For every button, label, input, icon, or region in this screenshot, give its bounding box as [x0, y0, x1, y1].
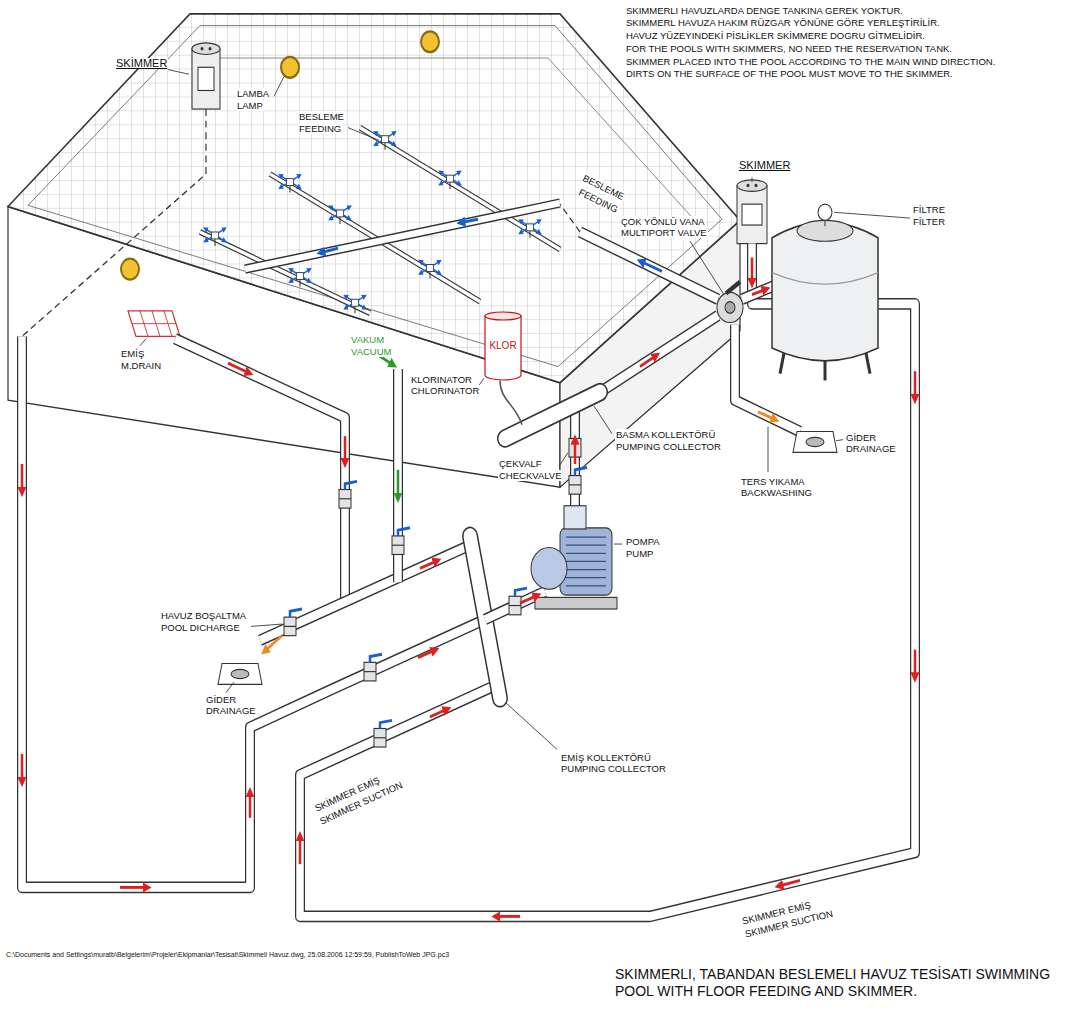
- part-label: ÇEKVALF: [498, 458, 543, 469]
- part-label: ÇOK YÖNLÜ VANA: [620, 216, 706, 227]
- part-label: TERS YIKAMA: [740, 476, 806, 487]
- pump-symbol: [531, 506, 617, 609]
- part-label: KLORINATOR: [410, 374, 473, 385]
- part-label: FEEDING: [298, 123, 342, 134]
- part-label: GİDER: [845, 432, 877, 443]
- drain-grate: [218, 432, 837, 685]
- part-label: FİLTRE: [912, 204, 946, 215]
- main-drain-grate: [128, 311, 180, 337]
- part-label: LAMBA: [236, 88, 270, 99]
- part-label: POMPA: [625, 536, 661, 547]
- part-label: GİDER: [205, 694, 237, 705]
- part-label: PUMP: [625, 548, 654, 559]
- part-label: CHLORINATOR: [410, 385, 480, 396]
- part-label: HAVUZ BOŞALTMA: [160, 610, 247, 621]
- floor-feeding-pipes: [200, 128, 580, 314]
- part-label: EMİŞ KOLLEKTÖRÜ: [560, 752, 652, 763]
- part-label: SKIMMER: [738, 160, 791, 171]
- part-label: POOL DICHARGE: [160, 622, 241, 633]
- chlorinator-label: KLOR: [484, 340, 522, 352]
- note-text: SKIMMERL HAVUZA HAKIM RÜZGAR YÖNÜNE GÖRE…: [625, 17, 941, 28]
- part-label: DRAINAGE: [845, 443, 897, 454]
- part-label: BASMA KOLLEKTÖRÜ: [615, 429, 716, 440]
- part-label: LAMP: [236, 100, 264, 111]
- part-label: SKİMMER: [115, 58, 168, 69]
- part-label: EMİŞ: [120, 348, 145, 359]
- chlorinator-cylinder: KLOR: [484, 311, 522, 381]
- multiport-valve: [717, 282, 743, 323]
- part-label: M.DRAIN: [120, 360, 162, 371]
- note-text: HAVUZ YÜZEYINDEKİ PİSLİKLER SKİMMERE DOG…: [625, 30, 926, 41]
- part-label: VAKUM: [350, 334, 385, 345]
- part-label: MULTIPORT VALVE: [620, 227, 708, 238]
- note-text: FOR THE POOLS WITH SKIMMERS, NO NEED THE…: [625, 43, 953, 54]
- part-label: CHECKVALVE: [498, 470, 562, 481]
- part-label: DRAINAGE: [205, 705, 257, 716]
- part-label: FİLTER: [912, 216, 946, 227]
- part-label: BESLEME: [298, 111, 345, 122]
- part-label: PUMPING COLLECTOR: [560, 763, 667, 774]
- note-text: SKIMMER PLACED INTO THE POOL ACCORDING T…: [625, 56, 996, 67]
- sand-filter: [772, 204, 878, 380]
- file-path-text: C:\Documents and Settings\muratb\Belgele…: [5, 949, 450, 960]
- note-text: DIRTS ON THE SURFACE OF THE POOL MUST MO…: [625, 68, 954, 79]
- part-label: VACUUM: [350, 346, 392, 357]
- leader-lines: [140, 70, 910, 750]
- part-label: BACKWASHING: [740, 487, 813, 498]
- note-text: SKIMMERLI HAVUZLARDA DENGE TANKINA GEREK…: [625, 5, 904, 16]
- caption-text: SKIMMERLI, TABANDAN BESLEMELI HAVUZ TESİ…: [615, 966, 1065, 1000]
- part-label: PUMPING COLLECTOR: [615, 441, 722, 452]
- flow-arrows: [22, 258, 915, 917]
